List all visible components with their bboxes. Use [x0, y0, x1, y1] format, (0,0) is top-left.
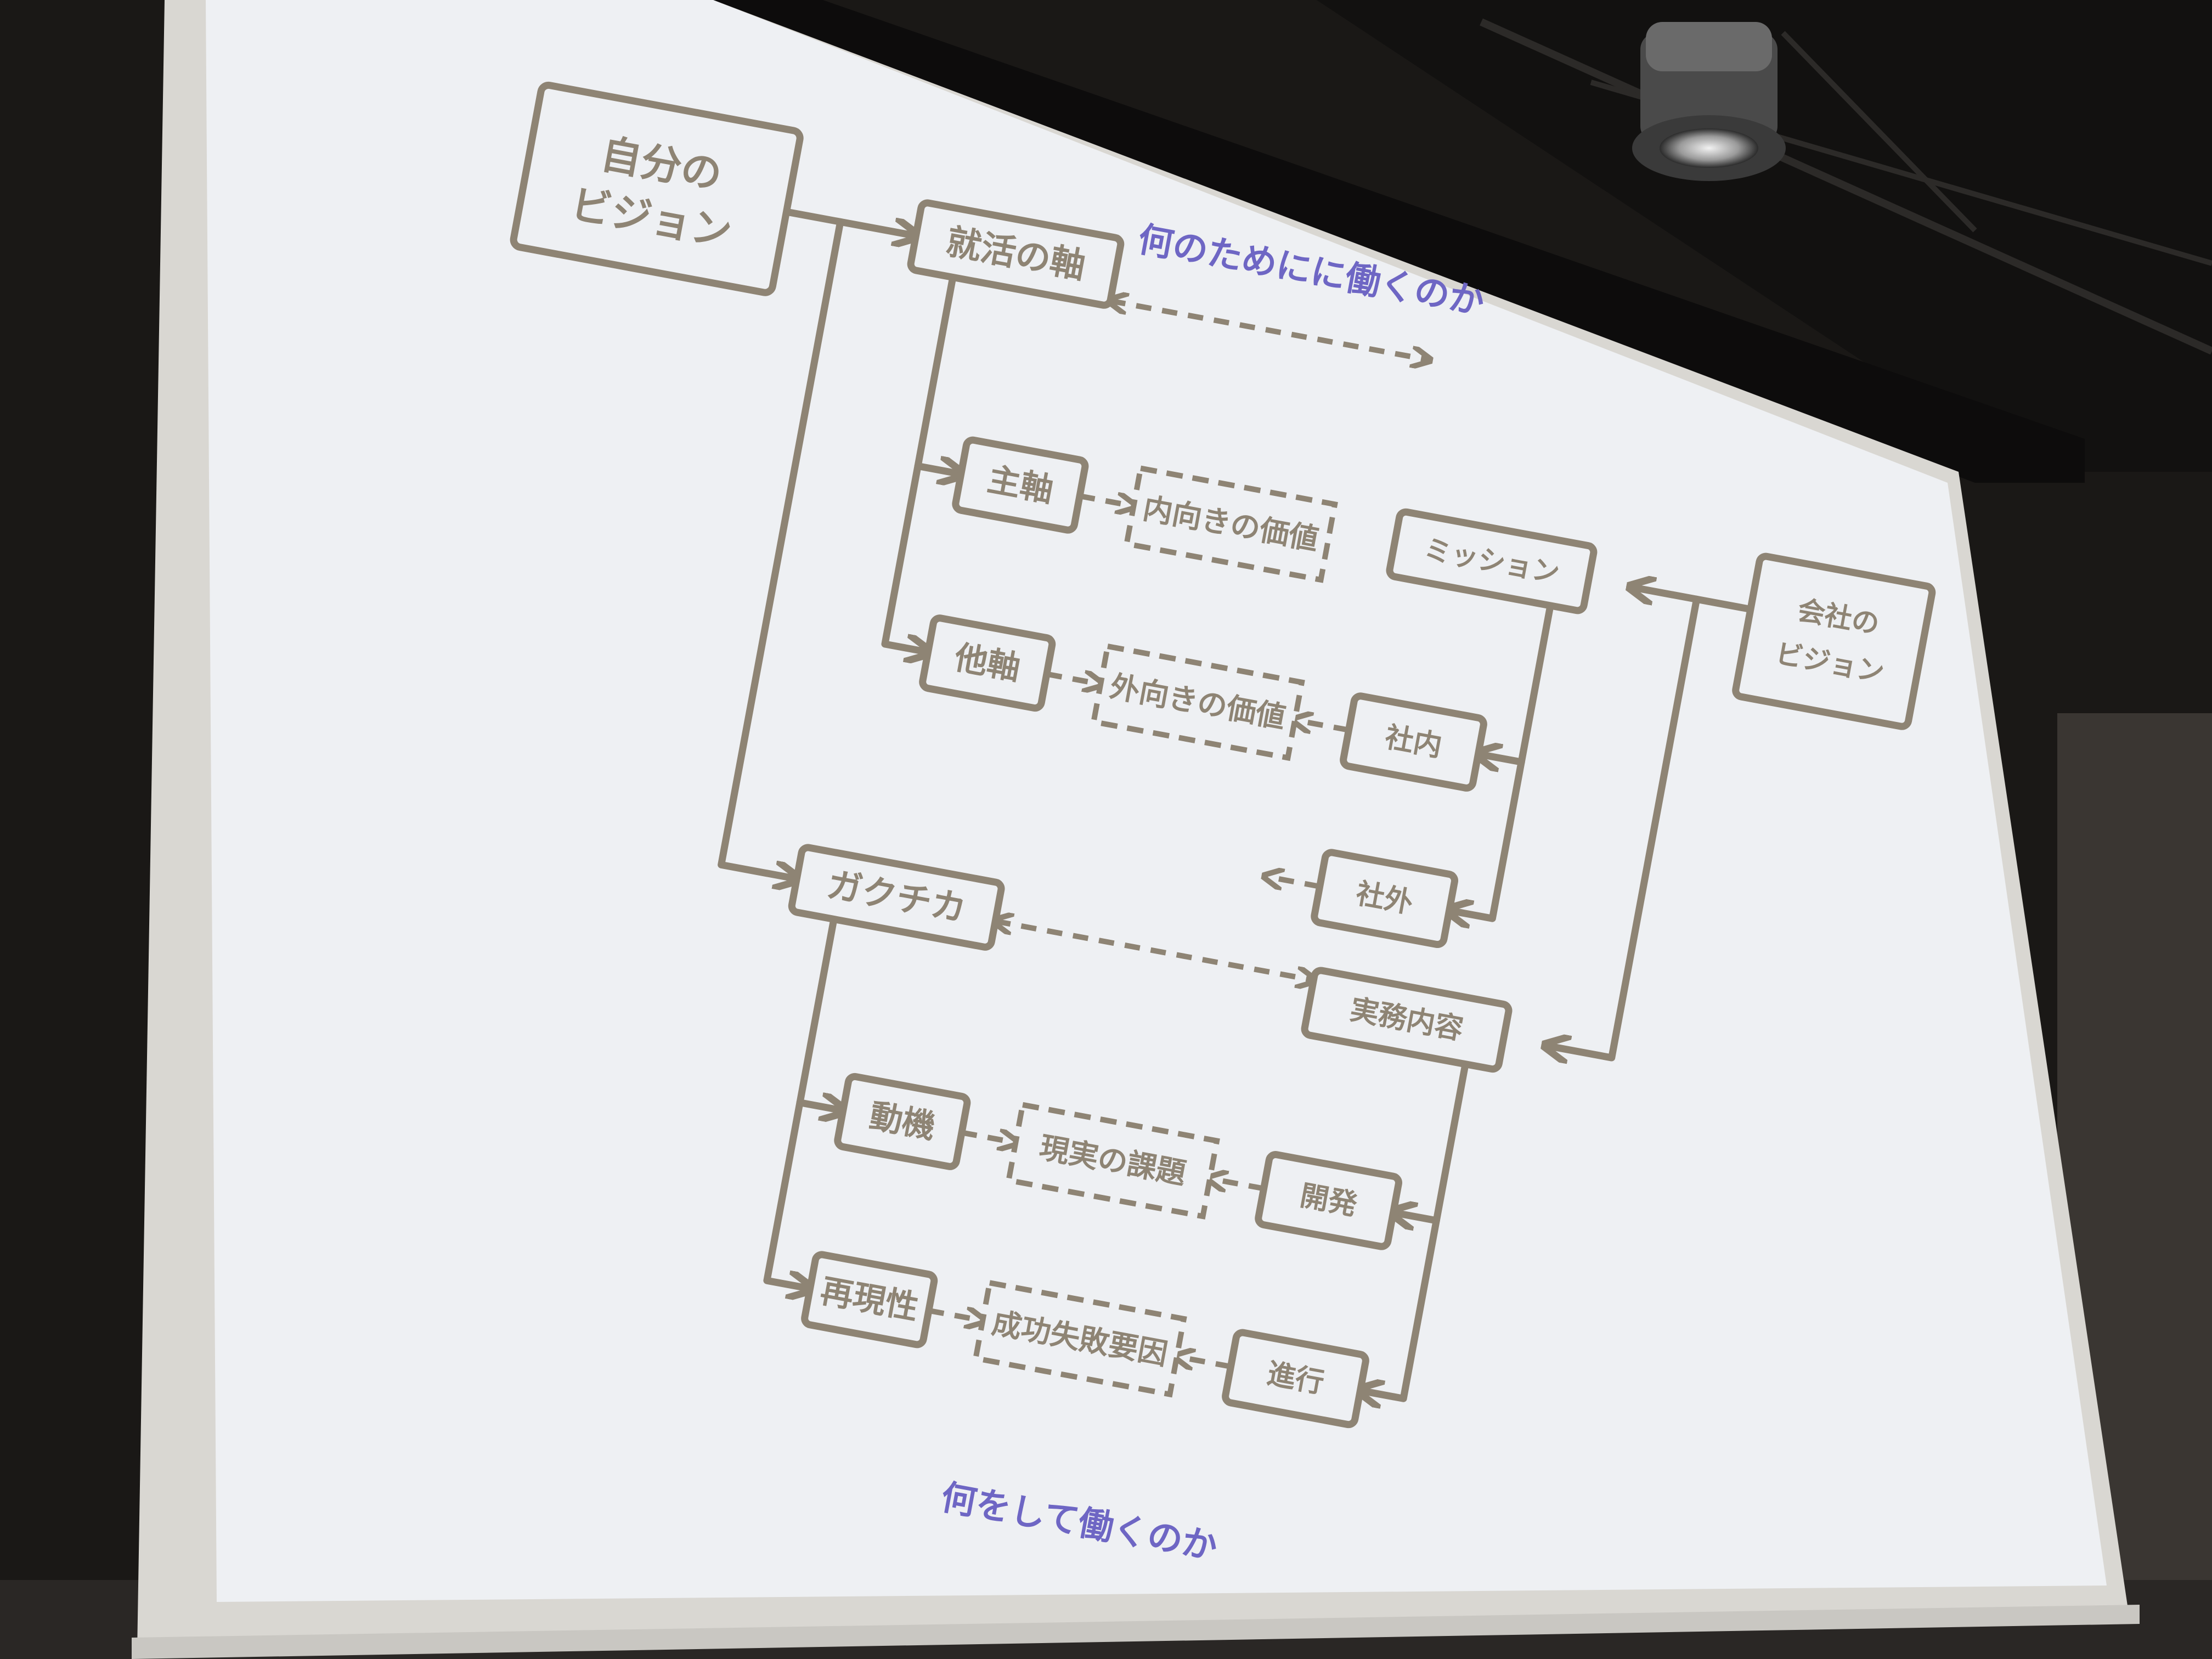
connector-mission-to-outside: [1449, 758, 1525, 918]
connector-vision-to-gakuchika: [718, 218, 844, 879]
dashed-connectors: [928, 301, 1429, 1368]
box-reproducibility: [801, 1251, 938, 1348]
box-mission: [1386, 508, 1598, 614]
box-job-axis: [907, 199, 1125, 309]
projection-screen: [132, 0, 2140, 1659]
box-my-vision: [510, 81, 804, 296]
box-inside: [1340, 692, 1487, 792]
box-work-content: [1301, 967, 1513, 1073]
box-success-factor: [972, 1279, 1187, 1398]
box-motivation: [834, 1073, 971, 1170]
box-outer-value: [1090, 643, 1305, 761]
box-company-vision: [1732, 552, 1936, 730]
flow-diagram: 自分の ビジョン 就活の軸 主軸 他軸 ガクチカ 動機 再現性 内向きの価値 外…: [510, 81, 1936, 1568]
dashed-other-outer: [1046, 674, 1101, 684]
connector-company-to-work: [1547, 595, 1701, 1058]
connector-work-to-progress: [1360, 1217, 1440, 1398]
dashed-progress-factor: [1177, 1357, 1232, 1367]
connector-company-to-mission: [1632, 587, 1754, 613]
dashed-outside-outer: [1266, 877, 1321, 887]
dashed-gaku-work: [995, 921, 1313, 980]
solid-connectors: [718, 208, 1754, 1435]
dashed-boxes: [972, 465, 1338, 1398]
connector-vision-to-job-axis: [783, 208, 916, 236]
box-other-axis: [919, 614, 1056, 712]
dashed-repro-factor: [928, 1311, 983, 1321]
dashed-main-inner: [1079, 496, 1133, 506]
box-main-axis: [952, 436, 1089, 534]
box-development: [1255, 1151, 1402, 1250]
box-progress: [1222, 1329, 1369, 1429]
box-real-issue: [1005, 1102, 1220, 1220]
solid-boxes: [510, 81, 1936, 1429]
box-outside: [1311, 849, 1459, 949]
connector-gaku-to-reproducibility: [763, 1099, 843, 1289]
dashed-inside-inner: [1295, 720, 1350, 730]
connector-job-to-other: [881, 462, 961, 652]
dashed-development-issue: [1210, 1178, 1265, 1188]
dashed-job-mission: [1110, 301, 1429, 360]
dashed-motivation-issue: [961, 1132, 1015, 1142]
box-gakuchika: [788, 844, 1005, 951]
box-inner-value: [1123, 465, 1338, 583]
screen-housing: [702, 0, 2085, 483]
ceiling-light: [1632, 22, 1786, 181]
